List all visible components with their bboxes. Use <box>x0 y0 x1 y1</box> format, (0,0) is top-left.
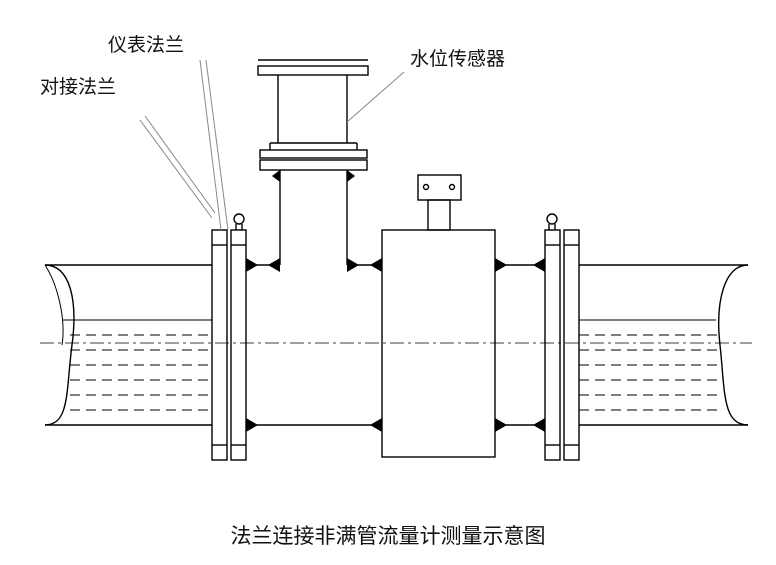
flowmeter-body <box>381 174 496 458</box>
leader-lines <box>139 59 405 231</box>
left-flange-pair <box>211 213 247 461</box>
water-level-sensor-label: 水位传感器 <box>410 48 506 70</box>
butt-flange-label: 对接法兰 <box>40 76 117 98</box>
middle-pipe <box>246 264 382 426</box>
right-water <box>579 319 718 411</box>
meter-flange-label: 仪表法兰 <box>108 34 185 56</box>
left-pipe <box>44 264 212 426</box>
sensor-riser <box>257 59 369 265</box>
right-middle-pipe <box>495 264 545 426</box>
right-flange-pair <box>544 213 580 461</box>
diagram-caption: 法兰连接非满管流量计测量示意图 <box>230 524 546 548</box>
right-welds <box>495 258 545 432</box>
left-water <box>62 319 212 411</box>
right-pipe <box>579 264 749 426</box>
tee-welds <box>246 170 382 432</box>
